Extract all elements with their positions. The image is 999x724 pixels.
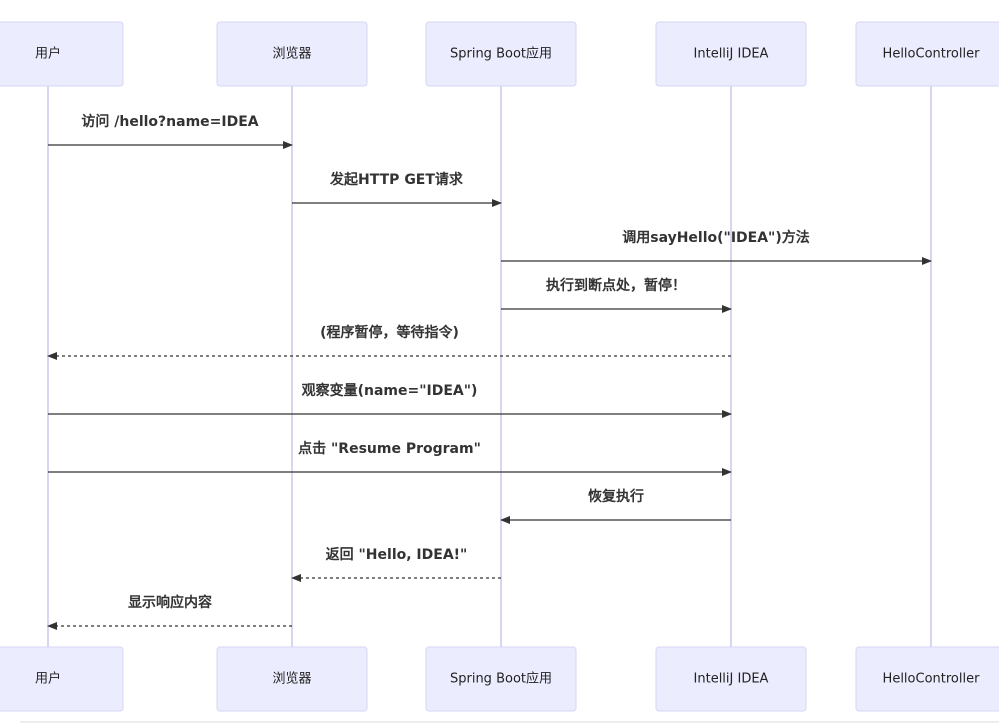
participant-box — [655, 646, 807, 712]
participant-spring-top: Spring Boot应用 — [425, 21, 577, 87]
participant-browser-top: 浏览器 — [216, 21, 368, 87]
message-10: 显示响应内容 — [47, 594, 292, 630]
message-label: 恢复执行 — [588, 488, 644, 505]
message-label: 访问 /hello?name=IDEA — [81, 113, 258, 130]
message-label: 显示响应内容 — [128, 594, 212, 611]
message-label: 返回 "Hello, IDEA!" — [326, 546, 468, 563]
participant-label: 用户 — [35, 46, 61, 62]
message-label: 发起HTTP GET请求 — [329, 171, 464, 188]
participant-label: 浏览器 — [272, 671, 311, 687]
participant-idea-top: IntelliJ IDEA — [655, 21, 807, 87]
participant-box — [0, 646, 124, 712]
participant-label: HelloController — [883, 672, 981, 687]
participant-label: 用户 — [35, 671, 61, 687]
message-label: 点击 "Resume Program" — [298, 440, 481, 457]
message-5: (程序暂停，等待指令) — [47, 324, 731, 360]
participant-label: 浏览器 — [272, 46, 311, 62]
message-4: 执行到断点处，暂停！ — [501, 277, 732, 313]
participant-box — [425, 646, 577, 712]
participant-spring-bottom: Spring Boot应用 — [425, 646, 577, 712]
participant-label: Spring Boot应用 — [450, 46, 552, 62]
message-9: 返回 "Hello, IDEA!" — [291, 546, 501, 582]
message-8: 恢复执行 — [500, 488, 731, 524]
participant-label: Spring Boot应用 — [450, 671, 552, 687]
participant-controller-top: HelloController — [855, 21, 999, 87]
message-7: 点击 "Resume Program" — [48, 440, 732, 476]
participant-box — [425, 21, 577, 87]
message-label: 执行到断点处，暂停！ — [546, 277, 686, 294]
participant-box — [655, 21, 807, 87]
participant-box — [855, 21, 999, 87]
participant-idea-bottom: IntelliJ IDEA — [655, 646, 807, 712]
participant-browser-bottom: 浏览器 — [216, 646, 368, 712]
participant-label: IntelliJ IDEA — [694, 672, 769, 687]
message-2: 发起HTTP GET请求 — [292, 171, 502, 207]
participant-label: IntelliJ IDEA — [694, 47, 769, 62]
participant-box — [216, 646, 368, 712]
message-3: 调用sayHello("IDEA")方法 — [501, 229, 932, 265]
message-label: (程序暂停，等待指令) — [320, 324, 459, 341]
participant-box — [216, 21, 368, 87]
participant-user-bottom: 用户 — [0, 646, 124, 712]
message-label: 调用sayHello("IDEA")方法 — [622, 229, 810, 246]
message-1: 访问 /hello?name=IDEA — [48, 113, 293, 149]
participant-box — [855, 646, 999, 712]
message-6: 观察变量(name="IDEA") — [48, 382, 732, 418]
message-label: 观察变量(name="IDEA") — [302, 382, 478, 399]
participant-box — [0, 21, 124, 87]
participant-label: HelloController — [883, 47, 981, 62]
participant-user-top: 用户 — [0, 21, 124, 87]
participant-controller-bottom: HelloController — [855, 646, 999, 712]
